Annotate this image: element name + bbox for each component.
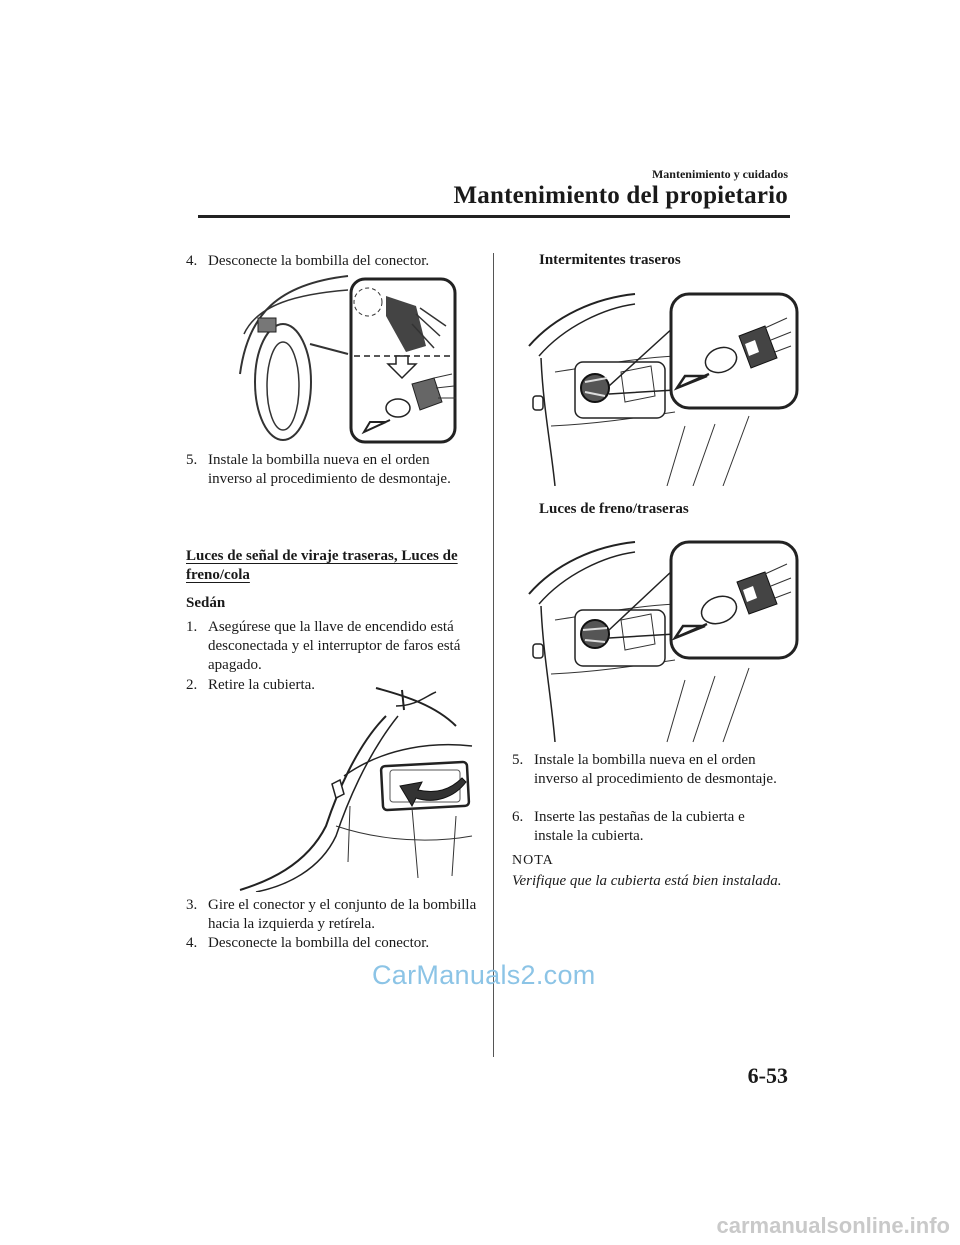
watermark-carmanuals: CarManuals2.com <box>372 960 596 990</box>
column-divider <box>493 253 494 1057</box>
figure-tail-light-bulb <box>238 274 460 446</box>
step-text: Instale la bombilla nueva en el orden in… <box>534 752 777 787</box>
step-number: 5. <box>512 752 524 768</box>
step-text: Instale la bombilla nueva en el orden in… <box>208 452 451 487</box>
step-text: Asegúrese que la llave de encendido está… <box>208 619 461 673</box>
step-number: 4. <box>186 253 198 269</box>
step-text: Desconecte la bombilla del conector. <box>208 253 430 269</box>
page-number: 6-53 <box>747 1063 788 1088</box>
figure-brake-light-bulb <box>525 534 801 744</box>
figure-turn-signal-bulb <box>525 286 801 486</box>
step-text: Desconecte la bombilla del conector. <box>208 935 430 951</box>
step-number: 1. <box>186 619 198 635</box>
label-turn-signals: Intermitentes traseros <box>539 252 681 268</box>
footer-watermark: carmanualsonline.info <box>716 1213 951 1238</box>
heading-text: Luces de señal de viraje traseras, Luces… <box>186 548 458 583</box>
section-title: Mantenimiento del propietario <box>453 182 788 209</box>
subheading-sedan: Sedán <box>186 595 226 611</box>
step-number: 2. <box>186 677 198 693</box>
step-text: Inserte las pestañas de la cubierta e in… <box>534 809 745 844</box>
step-text: Retire la cubierta. <box>208 677 316 693</box>
step-number: 6. <box>512 809 524 825</box>
note-text: Verifique que la cubierta está bien inst… <box>512 873 782 889</box>
note-label: NOTA <box>512 853 554 868</box>
header-rule <box>198 215 790 218</box>
step-text: Gire el conector y el conjunto de la bom… <box>208 897 477 932</box>
section-small-title: Mantenimiento y cuidados <box>651 167 788 181</box>
figure-trunk-cover <box>236 686 476 892</box>
step-number: 4. <box>186 935 198 951</box>
step-number: 3. <box>186 897 198 913</box>
step-number: 5. <box>186 452 198 468</box>
section-heading: Luces de señal de viraje traseras, Luces… <box>186 547 470 585</box>
label-brake-lights: Luces de freno/traseras <box>539 501 689 517</box>
